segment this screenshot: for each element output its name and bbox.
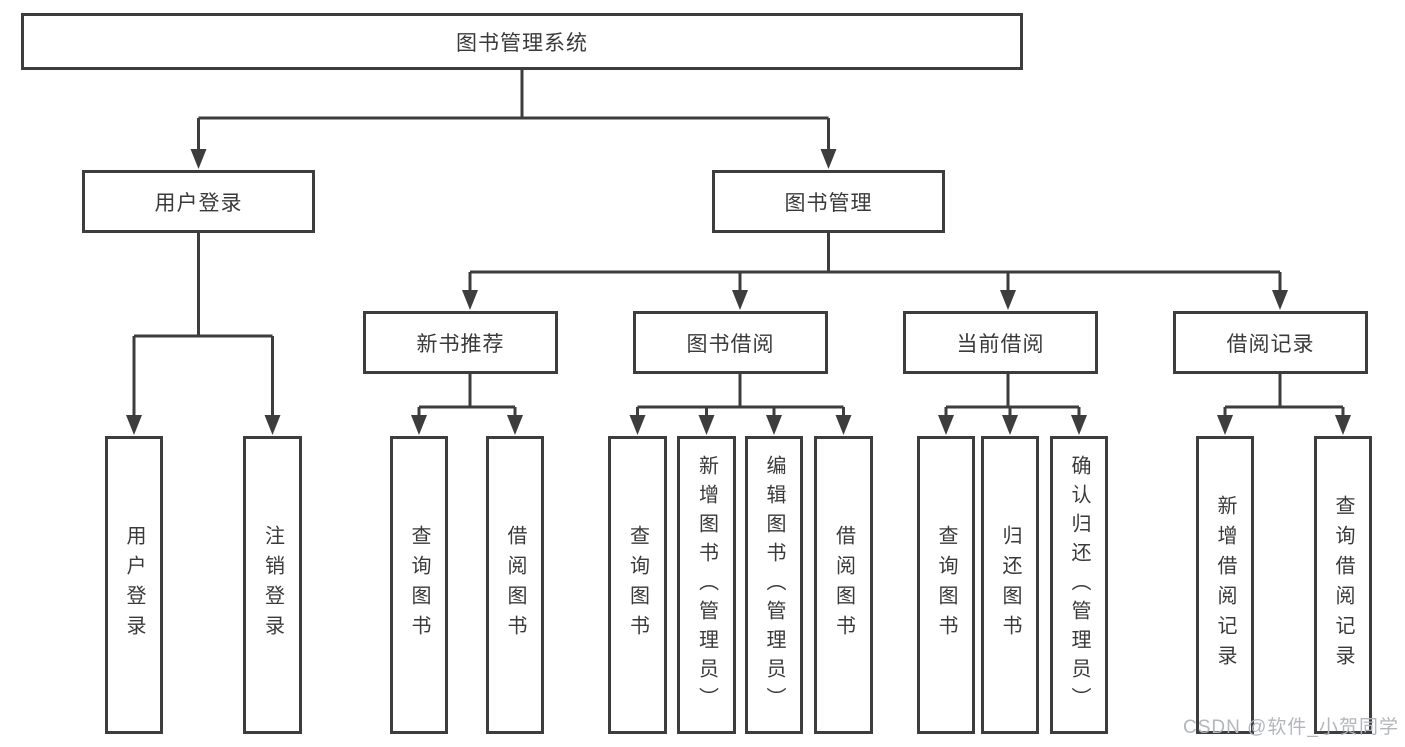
node-leaf-bb-query-book: 查询图书 <box>608 436 667 734</box>
node-current-borrow: 当前借阅 <box>903 311 1098 374</box>
node-current-borrow-label: 当前借阅 <box>956 332 1045 356</box>
node-book-borrow-label: 图书借阅 <box>686 332 775 356</box>
node-leaf-br-add-record: 新增借阅记录 <box>1196 436 1254 734</box>
arrowhead <box>732 290 748 310</box>
node-book-management-label: 图书管理 <box>784 191 873 215</box>
node-leaf-logout: 注销登录 <box>243 436 302 734</box>
node-leaf-user-login: 用户登录 <box>105 436 163 734</box>
node-book-borrow: 图书借阅 <box>633 311 828 374</box>
node-borrow-record: 借阅记录 <box>1173 311 1368 374</box>
node-leaf-nb-borrow-book: 借阅图书 <box>486 436 544 734</box>
node-root-label: 图书管理系统 <box>456 31 588 55</box>
node-leaf-bb-borrow-book: 借阅图书 <box>814 436 873 734</box>
arrowhead <box>766 415 782 435</box>
arrowhead <box>507 415 523 435</box>
arrowhead <box>411 415 427 435</box>
arrowhead <box>835 415 852 435</box>
node-leaf-cb-query-book-label: 查询图书 <box>935 525 957 645</box>
node-user-login-label: 用户登录 <box>154 191 243 215</box>
node-leaf-br-query-record-label: 查询借阅记录 <box>1332 495 1354 675</box>
node-leaf-logout-label: 注销登录 <box>261 525 284 645</box>
node-leaf-bb-add-book-label: 新增图书（管理员） <box>695 454 718 716</box>
arrowhead <box>462 290 478 310</box>
arrowhead <box>190 149 207 169</box>
arrowhead <box>938 415 954 435</box>
arrowhead <box>1002 415 1018 435</box>
node-root: 图书管理系统 <box>21 13 1023 70</box>
node-leaf-cb-confirm-return-label: 确认归还（管理员） <box>1068 454 1090 716</box>
node-book-management: 图书管理 <box>712 170 945 233</box>
node-leaf-cb-return-book-label: 归还图书 <box>999 525 1021 645</box>
arrowhead <box>820 149 837 169</box>
node-new-book-recommend-label: 新书推荐 <box>416 332 505 356</box>
connector-book-borrow-to-leaves <box>636 374 845 417</box>
connector-borrow-record-to-leaves <box>1223 374 1345 417</box>
connector-book-management-to-level3 <box>468 233 1282 292</box>
node-leaf-cb-query-book: 查询图书 <box>917 436 975 734</box>
node-leaf-user-login-label: 用户登录 <box>123 525 145 645</box>
node-borrow-record-label: 借阅记录 <box>1226 332 1315 356</box>
connector-user-login-to-leaves <box>132 233 274 417</box>
node-leaf-br-query-record: 查询借阅记录 <box>1314 436 1372 734</box>
node-user-login: 用户登录 <box>82 170 315 233</box>
node-leaf-cb-confirm-return: 确认归还（管理员） <box>1050 436 1108 734</box>
node-leaf-bb-edit-book-label: 编辑图书（管理员） <box>763 454 785 716</box>
node-leaf-bb-query-book-label: 查询图书 <box>626 525 649 645</box>
arrowhead <box>1071 415 1087 435</box>
arrowhead <box>1272 290 1288 310</box>
node-leaf-bb-edit-book: 编辑图书（管理员） <box>745 436 803 734</box>
connector-root-to-level2 <box>197 70 830 151</box>
node-leaf-cb-return-book: 归还图书 <box>981 436 1039 734</box>
node-leaf-nb-query-book-label: 查询图书 <box>408 525 430 645</box>
node-leaf-nb-query-book: 查询图书 <box>390 436 448 734</box>
arrowhead <box>629 415 646 435</box>
node-leaf-nb-borrow-book-label: 借阅图书 <box>504 525 526 645</box>
connector-current-borrow-to-leaves <box>944 374 1081 417</box>
arrowhead <box>264 415 281 435</box>
arrowhead <box>1217 415 1233 435</box>
csdn-watermark: CSDN @软件_小贺同学 <box>1183 717 1399 738</box>
node-new-book-recommend: 新书推荐 <box>363 311 558 374</box>
connector-new-book-to-leaves <box>417 374 517 417</box>
arrowhead <box>698 415 715 435</box>
node-leaf-bb-borrow-book-label: 借阅图书 <box>832 525 855 645</box>
node-leaf-br-add-record-label: 新增借阅记录 <box>1214 495 1236 675</box>
arrowhead <box>126 415 142 435</box>
node-leaf-bb-add-book: 新增图书（管理员） <box>677 436 736 734</box>
arrowhead <box>1000 290 1016 310</box>
arrowhead <box>1335 415 1351 435</box>
